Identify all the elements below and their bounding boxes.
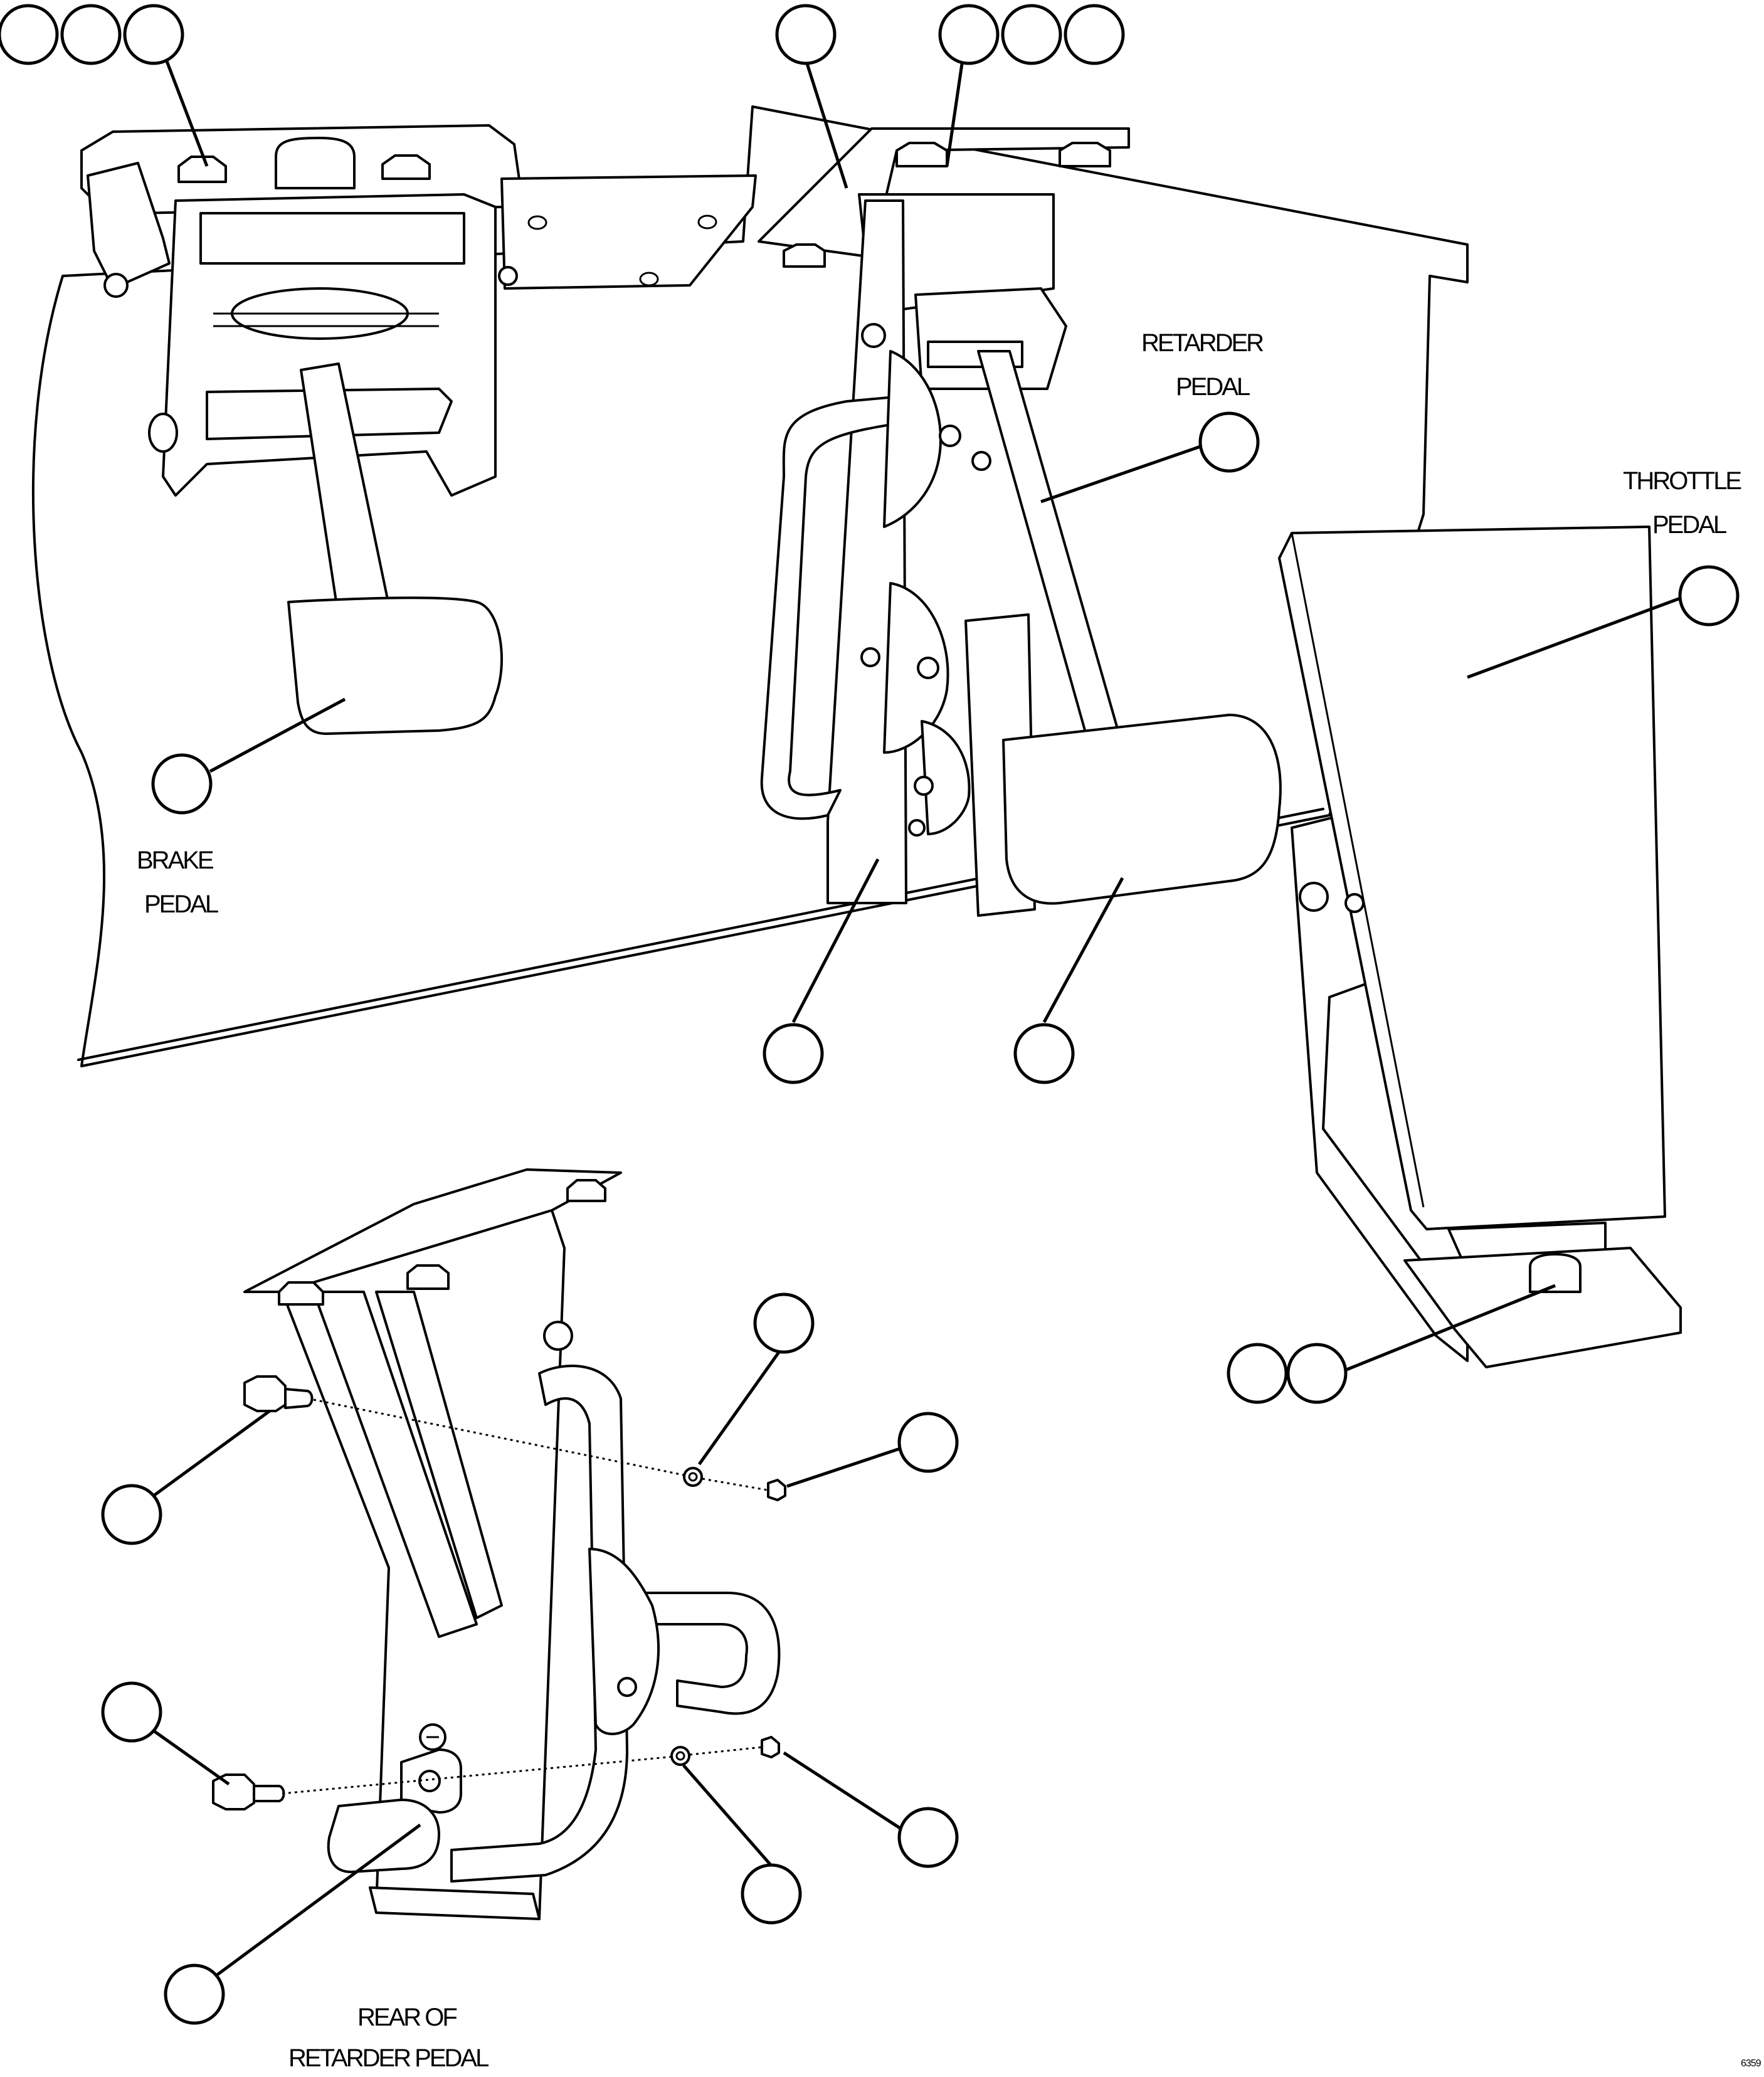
callout-circle [938, 4, 1000, 65]
bolt-head [103, 154, 518, 298]
callout-circle [1198, 411, 1260, 473]
callout-circle [123, 4, 184, 65]
callout-circle [0, 4, 59, 65]
leader-lines [152, 59, 1687, 1977]
callout-circle [897, 1412, 959, 1473]
rear-view-label-line2: RETARDER PEDAL [288, 2044, 489, 2072]
callout-circle [101, 1484, 162, 1545]
callout-circle [753, 1292, 815, 1354]
brake-pedal-label-line1: BRAKE [137, 847, 213, 874]
bolt-head [278, 1179, 606, 1306]
callout-circle [1678, 565, 1740, 626]
exploded-nut-upper [767, 1479, 786, 1501]
bolt-head [783, 142, 1111, 837]
callout-circle [763, 1023, 824, 1084]
callout-circle [1286, 1343, 1348, 1404]
retarder-pedal-label-line1: RETARDER [1141, 329, 1264, 357]
text-labels: RETARDER PEDAL THROTTLE PEDAL BRAKE PEDA… [137, 329, 1762, 2072]
callout-circle [1013, 1023, 1075, 1084]
callout-circle [775, 4, 837, 65]
brake-pedal-label-line2: PEDAL [144, 891, 218, 918]
callout-circle [1001, 4, 1062, 65]
throttle-pedal-label-line1: THROTTLE [1623, 467, 1741, 495]
retarder-pedal-label-line2: PEDAL [1176, 373, 1250, 401]
exploded-washer-upper [683, 1467, 703, 1487]
callout-circle [741, 1863, 802, 1925]
callout-circle [1064, 4, 1125, 65]
exploded-bolt-lower [212, 1773, 285, 1810]
callout-circle [60, 4, 122, 65]
callout-circle [151, 753, 213, 815]
throttle-pedal-label-line2: PEDAL [1652, 511, 1726, 539]
rear-retarder-pedal-view [212, 1168, 786, 1920]
callout-circle [101, 1681, 162, 1743]
throttle-pedal-assembly [1278, 526, 1682, 1368]
callout-circle [164, 1963, 225, 2025]
retarder-pedal-assembly [758, 127, 1282, 917]
rear-view-label-line1: REAR OF [357, 2004, 457, 2031]
callout-circle [1227, 1343, 1288, 1404]
callout-circles [0, 4, 1740, 2025]
callout-circle [897, 1807, 959, 1868]
exploded-bolt-upper [243, 1375, 314, 1412]
figure-code: 6359 [1741, 2058, 1761, 2069]
exploded-washer-lower [670, 1746, 690, 1766]
exploded-nut-lower [761, 1736, 780, 1758]
